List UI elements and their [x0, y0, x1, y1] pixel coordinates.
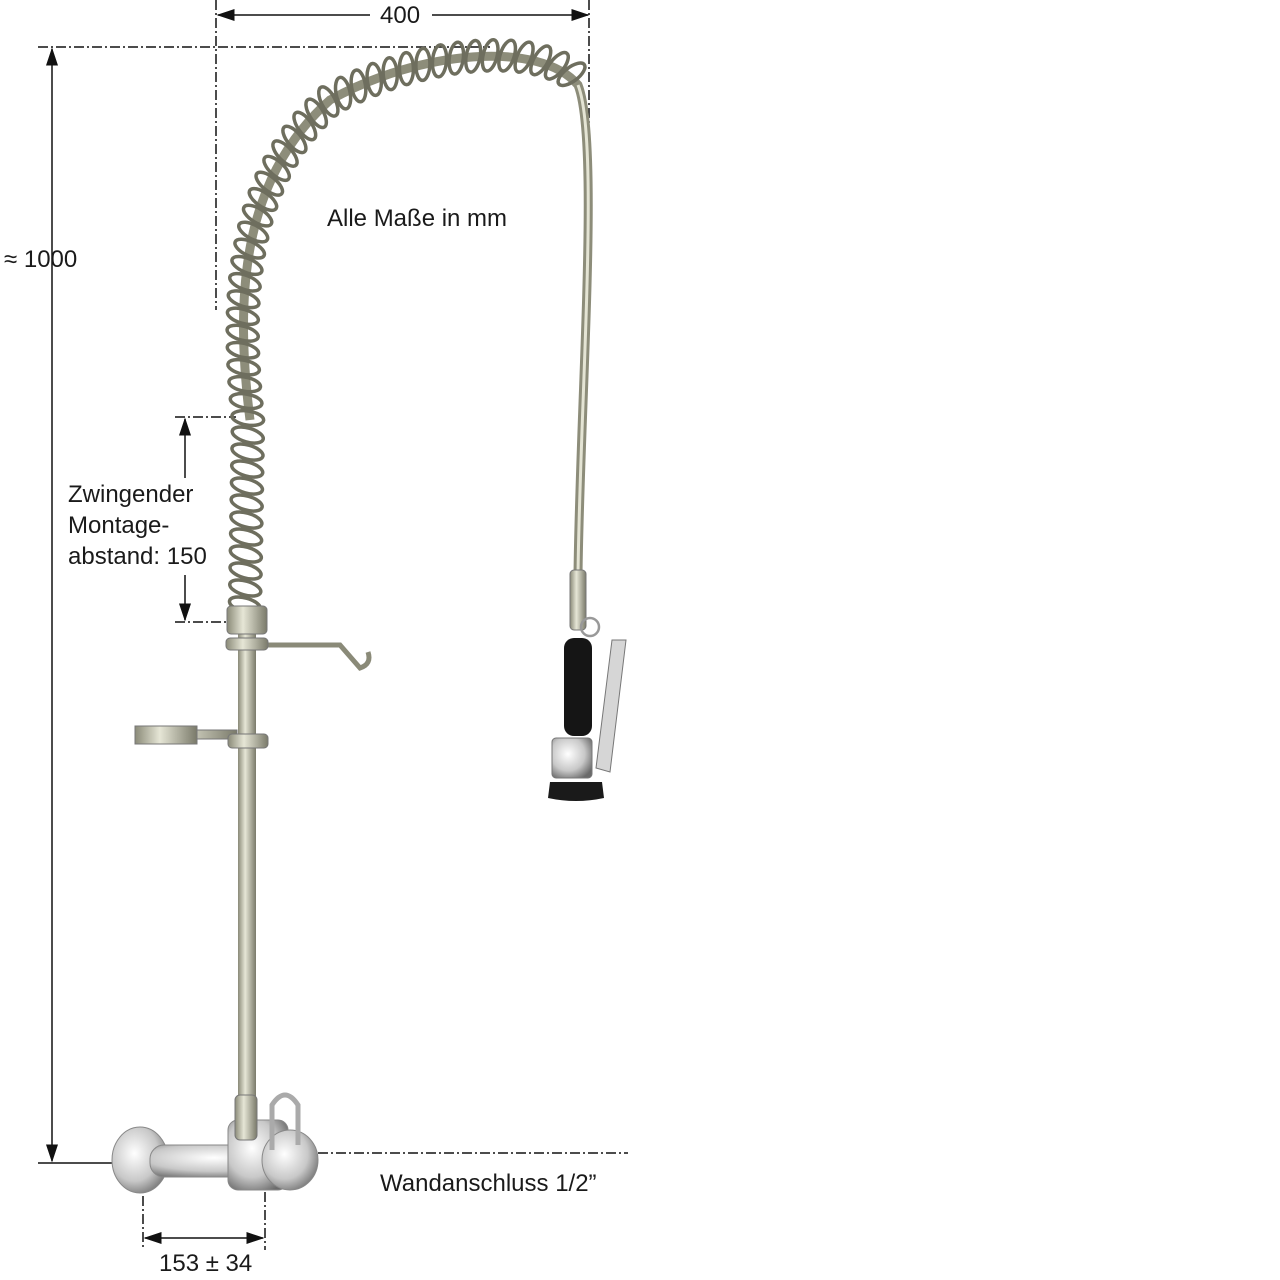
spring-coil-loop: [225, 323, 260, 343]
pole-connector: [234, 1094, 258, 1141]
spring-coil-loop: [556, 61, 587, 88]
spring-coil-loop: [241, 203, 274, 228]
spring-coil-loop: [228, 271, 262, 293]
spring-coil-loop: [414, 46, 432, 83]
trigger-lever: [595, 639, 627, 773]
spring-coil-loop: [463, 38, 483, 74]
spring-coil-loop: [317, 85, 340, 118]
spring-coil-loop: [230, 442, 265, 462]
pre-rinse-spray-valve: [548, 569, 627, 801]
spring-coil-loop: [229, 510, 264, 530]
spring-coil-loop: [430, 43, 449, 79]
spring-coil-loop: [228, 578, 263, 598]
spring-coil-loop: [228, 544, 264, 564]
spring-coil-loop: [227, 374, 263, 394]
hose-hook-arm: [228, 642, 372, 671]
spring-coil-loop: [271, 139, 299, 168]
hanging-ring: [579, 616, 601, 638]
riser-pole: [238, 620, 256, 1100]
spring-coil-loop: [247, 186, 279, 213]
dimension-lines: [38, 0, 628, 1250]
spring-coil-loop: [225, 306, 261, 327]
spring-coil-loop: [513, 40, 535, 74]
bracket-collar: [227, 733, 269, 749]
spring-coil-loop: [229, 493, 264, 513]
spring-coil-loop: [229, 459, 265, 479]
spring-coil-loop: [230, 408, 266, 428]
spring-coil-loop: [349, 68, 368, 104]
spring-coil-loop: [226, 357, 262, 377]
spring-coil-loop: [447, 40, 466, 76]
spacing-dimension-label: 153 ± 34: [159, 1250, 253, 1277]
spray-nozzle: [548, 782, 604, 801]
spring-coil-loop: [397, 50, 416, 87]
wall-connection-note: Wandanschluss 1/2”: [380, 1170, 597, 1197]
height-dimension-label: ≈ 1000: [4, 246, 78, 273]
spring-coil-loop: [254, 170, 285, 197]
spring-coil-loop: [228, 527, 264, 547]
spring-coil-loop: [262, 154, 292, 183]
spring-coil-loop: [281, 124, 308, 155]
spring-coil-loop: [230, 425, 266, 445]
mounting-note-line2: Montage-: [68, 512, 170, 539]
wall-mixer: [111, 1092, 319, 1194]
spring-coil-loop: [333, 75, 353, 111]
mounting-note-line3: abstand: 150: [68, 543, 207, 570]
spring-coil-loop: [292, 110, 318, 142]
grip-handle: [564, 638, 592, 736]
spring-coil-loop: [497, 38, 518, 73]
spring-coil-loop: [381, 55, 399, 92]
spring-coil-loop: [237, 220, 270, 244]
hook-collar: [225, 637, 269, 651]
valve-body: [551, 737, 593, 779]
mixer-lever: [269, 1092, 301, 1150]
wall-bracket-plate: [134, 725, 198, 745]
flexible-hose: [239, 51, 593, 576]
spring-coil-loop: [228, 561, 263, 581]
hose-highlight: [576, 84, 590, 576]
spring-coil-loop: [228, 391, 264, 411]
hose-ferrule: [569, 569, 587, 631]
mixer-cap: [261, 1129, 319, 1191]
units-note: Alle Maße in mm: [327, 205, 508, 232]
spring-coil-loop: [543, 50, 571, 81]
spring-coil-loop: [225, 340, 261, 360]
spring-coil-loop: [226, 289, 261, 310]
spring-coil-loop: [480, 38, 500, 73]
spring-coil-loop: [229, 476, 265, 496]
spring-coil-loop: [529, 44, 553, 77]
width-dimension-label: 400: [380, 2, 421, 29]
spring-coil-loop: [304, 97, 329, 130]
spring-coil-loop: [230, 254, 264, 277]
spring-collar: [226, 605, 268, 635]
mounting-note-line1: Zwingender: [68, 481, 194, 508]
spring-coil: [225, 38, 587, 615]
spring-coil-loop: [365, 61, 384, 98]
spring-coil-loop: [233, 237, 267, 260]
